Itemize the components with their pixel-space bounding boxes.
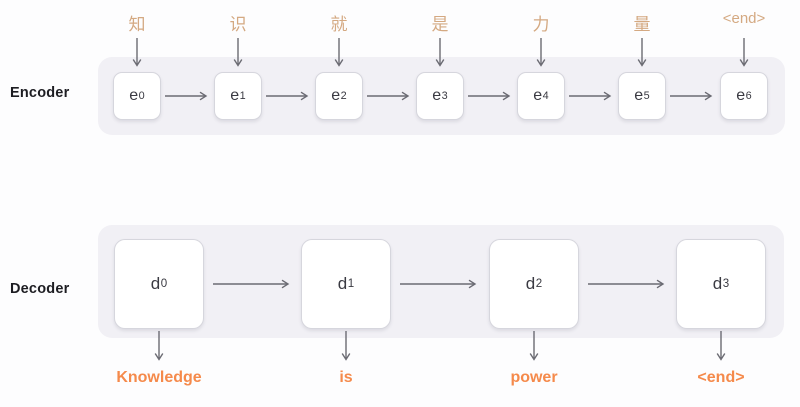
decoder-cell-3-subscript: 3 — [722, 278, 730, 290]
encoder-input-arrow-2 — [333, 38, 345, 70]
encoder-input-arrow-5 — [636, 38, 648, 70]
decoder-output-arrow-0 — [153, 331, 165, 364]
encoder-cell-3-subscript: 3 — [441, 90, 448, 102]
encoder-input-arrow-3 — [434, 38, 446, 70]
decoder-cell-2-base: d — [525, 274, 536, 293]
encoder-input-arrow-1 — [232, 38, 244, 70]
encoder-input-arrow-0 — [131, 38, 143, 70]
encoder-flow-arrow-1-2 — [266, 90, 312, 102]
encoder-cell-4-base: e — [533, 87, 543, 104]
encoder-cell-5-base: e — [634, 87, 644, 104]
encoder-cell-2-subscript: 2 — [340, 90, 347, 102]
encoder-cell-0-subscript: 0 — [138, 90, 145, 102]
encoder-input-token-4: 力 — [532, 15, 550, 34]
decoder-flow-arrow-0-1 — [213, 278, 293, 290]
decoder-cell-0-base: d — [150, 274, 161, 293]
decoder-cell-1-base: d — [337, 274, 348, 293]
encoder-cell-3-base: e — [432, 87, 442, 104]
encoder-cell-1-subscript: 1 — [239, 90, 246, 102]
decoder-cell-3-base: d — [712, 274, 723, 293]
encoder-cell-1-base: e — [230, 87, 240, 104]
decoder-row-label: Decoder — [10, 281, 70, 297]
decoder-output-arrow-1 — [340, 331, 352, 364]
encoder-flow-arrow-2-3 — [367, 90, 413, 102]
decoder-flow-arrow-1-2 — [400, 278, 480, 290]
decoder-output-arrow-3 — [715, 331, 727, 364]
encoder-input-arrow-6 — [738, 38, 750, 70]
encoder-cell-6-subscript: 6 — [745, 90, 752, 102]
decoder-cell-0-subscript: 0 — [160, 278, 168, 290]
encoder-input-token-1: 识 — [229, 15, 247, 34]
decoder-flow-arrow-2-3 — [588, 278, 668, 290]
decoder-cell-2-subscript: 2 — [535, 278, 543, 290]
encoder-flow-arrow-5-6 — [670, 90, 716, 102]
encoder-flow-arrow-4-5 — [569, 90, 615, 102]
encoder-input-arrow-4 — [535, 38, 547, 70]
decoder-cell-1-subscript: 1 — [347, 278, 355, 290]
decoder-output-arrow-2 — [528, 331, 540, 364]
encoder-flow-arrow-0-1 — [165, 90, 211, 102]
decoder-band — [98, 225, 784, 338]
encoder-row-label: Encoder — [10, 85, 70, 101]
decoder-output-token-2: power — [510, 369, 558, 386]
encoder-cell-5-subscript: 5 — [643, 90, 650, 102]
encoder-input-token-3: 是 — [431, 15, 449, 34]
encoder-cell-4-subscript: 4 — [542, 90, 549, 102]
encoder-cell-6-base: e — [736, 87, 746, 104]
encoder-input-token-2: 就 — [330, 15, 348, 34]
encoder-cell-0-base: e — [129, 87, 139, 104]
encoder-cell-2-base: e — [331, 87, 341, 104]
decoder-output-token-3: <end> — [697, 369, 745, 386]
decoder-output-token-0: Knowledge — [116, 369, 202, 386]
encoder-input-token-5: 量 — [633, 15, 651, 34]
encoder-input-token-6: <end> — [722, 10, 766, 27]
encoder-input-token-0: 知 — [128, 15, 146, 34]
decoder-output-token-1: is — [339, 369, 353, 386]
encoder-flow-arrow-3-4 — [468, 90, 514, 102]
